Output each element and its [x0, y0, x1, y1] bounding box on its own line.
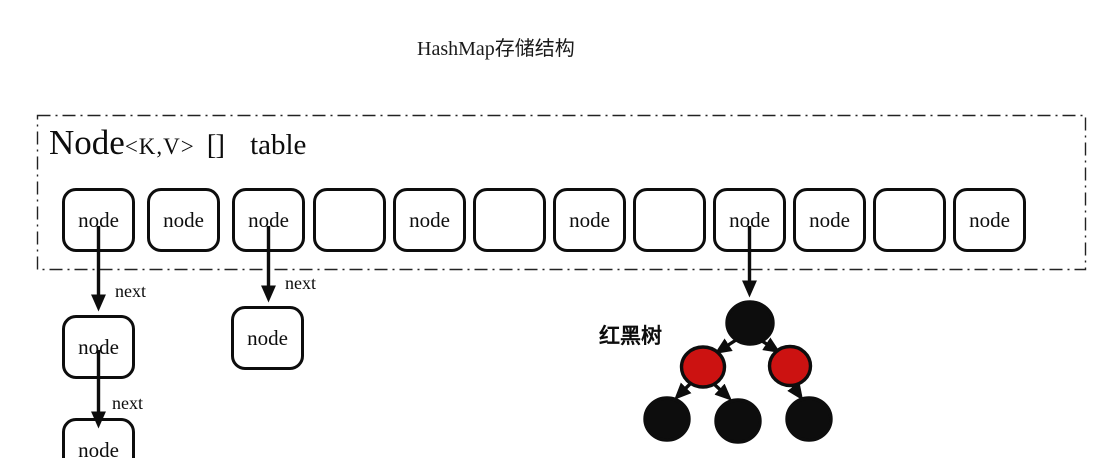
tree-node-left-red [679, 345, 727, 389]
diagram-title: HashMap存储结构 [417, 38, 575, 60]
array-variable-text: table [250, 129, 307, 161]
type-name-text: Node [49, 123, 125, 162]
tree-node-right-red [767, 344, 813, 388]
bucket-5 [473, 188, 546, 252]
bucket-6: node [553, 188, 626, 252]
bucket-4: node [393, 188, 466, 252]
bucket-8: node [713, 188, 786, 252]
bucket-10 [873, 188, 946, 252]
arrow-left-child-to-leaf1 [674, 382, 692, 400]
arrow-right-child-to-leaf3 [787, 382, 804, 401]
arrow-root-to-right-child [761, 337, 781, 353]
tree-node-leaf-2 [714, 398, 762, 444]
generics-text: <K,V> [124, 134, 195, 159]
bucket-11: node [953, 188, 1026, 252]
tree-node-leaf-1 [643, 396, 691, 442]
chain2-node-1: node [231, 306, 304, 370]
bucket-1: node [147, 188, 220, 252]
array-declaration: Node<K,V> [] table [49, 123, 306, 163]
bucket-3 [313, 188, 386, 252]
bucket-7 [633, 188, 706, 252]
next-pointer-label: next [115, 281, 146, 301]
tree-node-root [725, 300, 775, 346]
array-brackets-text: [] [206, 129, 225, 161]
bucket-0: node [62, 188, 135, 252]
bucket-9: node [793, 188, 866, 252]
next-pointer-label: next [285, 273, 316, 293]
red-black-tree-label: 红黑树 [599, 324, 662, 348]
next-pointer-label: next [112, 393, 143, 413]
tree-node-leaf-3 [785, 396, 833, 442]
arrow-left-child-to-leaf2 [712, 382, 732, 401]
chain0-node-1: node [62, 315, 135, 379]
arrow-root-to-left-child [714, 338, 737, 354]
bucket-2: node [232, 188, 305, 252]
chain0-node-2: node [62, 418, 135, 458]
